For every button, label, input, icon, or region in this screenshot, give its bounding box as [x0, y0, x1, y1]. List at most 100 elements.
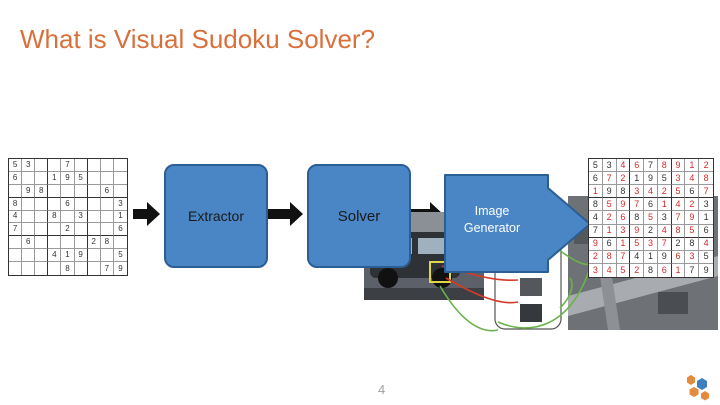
sudoku-cell: 6 — [672, 251, 686, 264]
sudoku-cell — [101, 223, 114, 236]
sudoku-cell: 5 — [603, 198, 617, 211]
sudoku-cell — [75, 185, 88, 198]
sudoku-cell: 5 — [75, 172, 88, 185]
image-generator-label: Image Generator — [446, 203, 538, 237]
sudoku-cell: 9 — [699, 264, 713, 277]
sudoku-cell: 2 — [685, 198, 699, 211]
sudoku-cell — [114, 159, 127, 172]
sudoku-cell: 6 — [644, 198, 658, 211]
sudoku-cell: 6 — [9, 172, 22, 185]
sudoku-cell: 3 — [644, 238, 658, 251]
sudoku-cell: 3 — [603, 159, 617, 172]
sudoku-cell: 9 — [630, 225, 644, 238]
sudoku-cell: 7 — [617, 251, 631, 264]
sudoku-cell: 3 — [630, 185, 644, 198]
sudoku-cell: 2 — [61, 223, 74, 236]
sudoku-cell: 1 — [48, 172, 61, 185]
sudoku-cell — [88, 198, 101, 211]
sudoku-cell — [75, 262, 88, 275]
sudoku-cell: 2 — [603, 211, 617, 224]
sudoku-cell: 1 — [603, 225, 617, 238]
sudoku-cell: 5 — [589, 159, 603, 172]
sudoku-cell — [114, 185, 127, 198]
sudoku-cell: 6 — [617, 211, 631, 224]
page-number: 4 — [378, 382, 385, 397]
sudoku-cell: 8 — [9, 198, 22, 211]
sudoku-cell — [48, 262, 61, 275]
sudoku-cell: 1 — [61, 249, 74, 262]
sudoku-cell: 1 — [114, 211, 127, 224]
sudoku-cell: 6 — [658, 264, 672, 277]
sudoku-cell — [101, 249, 114, 262]
sudoku-cell: 5 — [630, 238, 644, 251]
sudoku-cell: 6 — [685, 185, 699, 198]
sudoku-cell: 7 — [101, 262, 114, 275]
sudoku-cell — [9, 249, 22, 262]
sudoku-cell — [9, 185, 22, 198]
sudoku-cell: 8 — [699, 172, 713, 185]
sudoku-cell: 3 — [617, 225, 631, 238]
sudoku-cell: 3 — [589, 264, 603, 277]
solver-label: Solver — [338, 208, 381, 225]
arrow-right-icon — [133, 201, 161, 227]
sudoku-cell — [88, 211, 101, 224]
sudoku-cell: 1 — [617, 238, 631, 251]
hexagon-logo-icon — [683, 372, 713, 402]
sudoku-cell — [22, 172, 35, 185]
sudoku-cell: 2 — [589, 251, 603, 264]
sudoku-cell: 3 — [75, 211, 88, 224]
sudoku-cell — [48, 159, 61, 172]
sudoku-cell: 8 — [589, 198, 603, 211]
sudoku-cell: 2 — [644, 225, 658, 238]
sudoku-cell: 5 — [114, 249, 127, 262]
sudoku-cell: 6 — [114, 223, 127, 236]
sudoku-cell: 8 — [48, 211, 61, 224]
image-generator-label-line1: Image — [446, 203, 538, 220]
sudoku-cell — [35, 262, 48, 275]
sudoku-cell: 6 — [61, 198, 74, 211]
sudoku-cell — [114, 236, 127, 249]
sudoku-cell: 8 — [101, 236, 114, 249]
sudoku-cell: 9 — [685, 211, 699, 224]
sudoku-cell: 7 — [685, 264, 699, 277]
sudoku-cell — [35, 172, 48, 185]
sudoku-cell: 9 — [617, 198, 631, 211]
sudoku-cell: 8 — [685, 238, 699, 251]
sudoku-cell — [48, 236, 61, 249]
sudoku-cell: 5 — [672, 185, 686, 198]
sudoku-cell: 9 — [114, 262, 127, 275]
sudoku-cell: 3 — [685, 251, 699, 264]
sudoku-cell — [88, 185, 101, 198]
sudoku-cell: 2 — [630, 264, 644, 277]
sudoku-cell: 9 — [22, 185, 35, 198]
sudoku-cell: 5 — [658, 172, 672, 185]
sudoku-cell: 8 — [658, 159, 672, 172]
sudoku-cell: 4 — [658, 225, 672, 238]
sudoku-cell — [61, 236, 74, 249]
sudoku-cell: 2 — [658, 185, 672, 198]
image-generator-label-line2: Generator — [446, 220, 538, 237]
sudoku-cell: 2 — [617, 172, 631, 185]
sudoku-cell — [88, 172, 101, 185]
sudoku-cell: 9 — [603, 185, 617, 198]
sudoku-cell: 7 — [603, 172, 617, 185]
sudoku-cell: 1 — [685, 159, 699, 172]
sudoku-cell: 3 — [699, 198, 713, 211]
sudoku-cell — [35, 249, 48, 262]
sudoku-cell: 7 — [61, 159, 74, 172]
sudoku-cell: 7 — [672, 211, 686, 224]
arrow-right-icon — [262, 201, 304, 227]
sudoku-cell — [61, 185, 74, 198]
sudoku-cell: 2 — [699, 159, 713, 172]
sudoku-cell — [22, 198, 35, 211]
sudoku-cell — [48, 198, 61, 211]
sudoku-cell: 5 — [9, 159, 22, 172]
sudoku-cell: 1 — [644, 251, 658, 264]
sudoku-cell: 4 — [699, 238, 713, 251]
sudoku-cell: 1 — [658, 198, 672, 211]
sudoku-cell: 6 — [589, 172, 603, 185]
sudoku-cell: 4 — [630, 251, 644, 264]
sudoku-cell: 7 — [630, 198, 644, 211]
sudoku-cell: 6 — [22, 236, 35, 249]
